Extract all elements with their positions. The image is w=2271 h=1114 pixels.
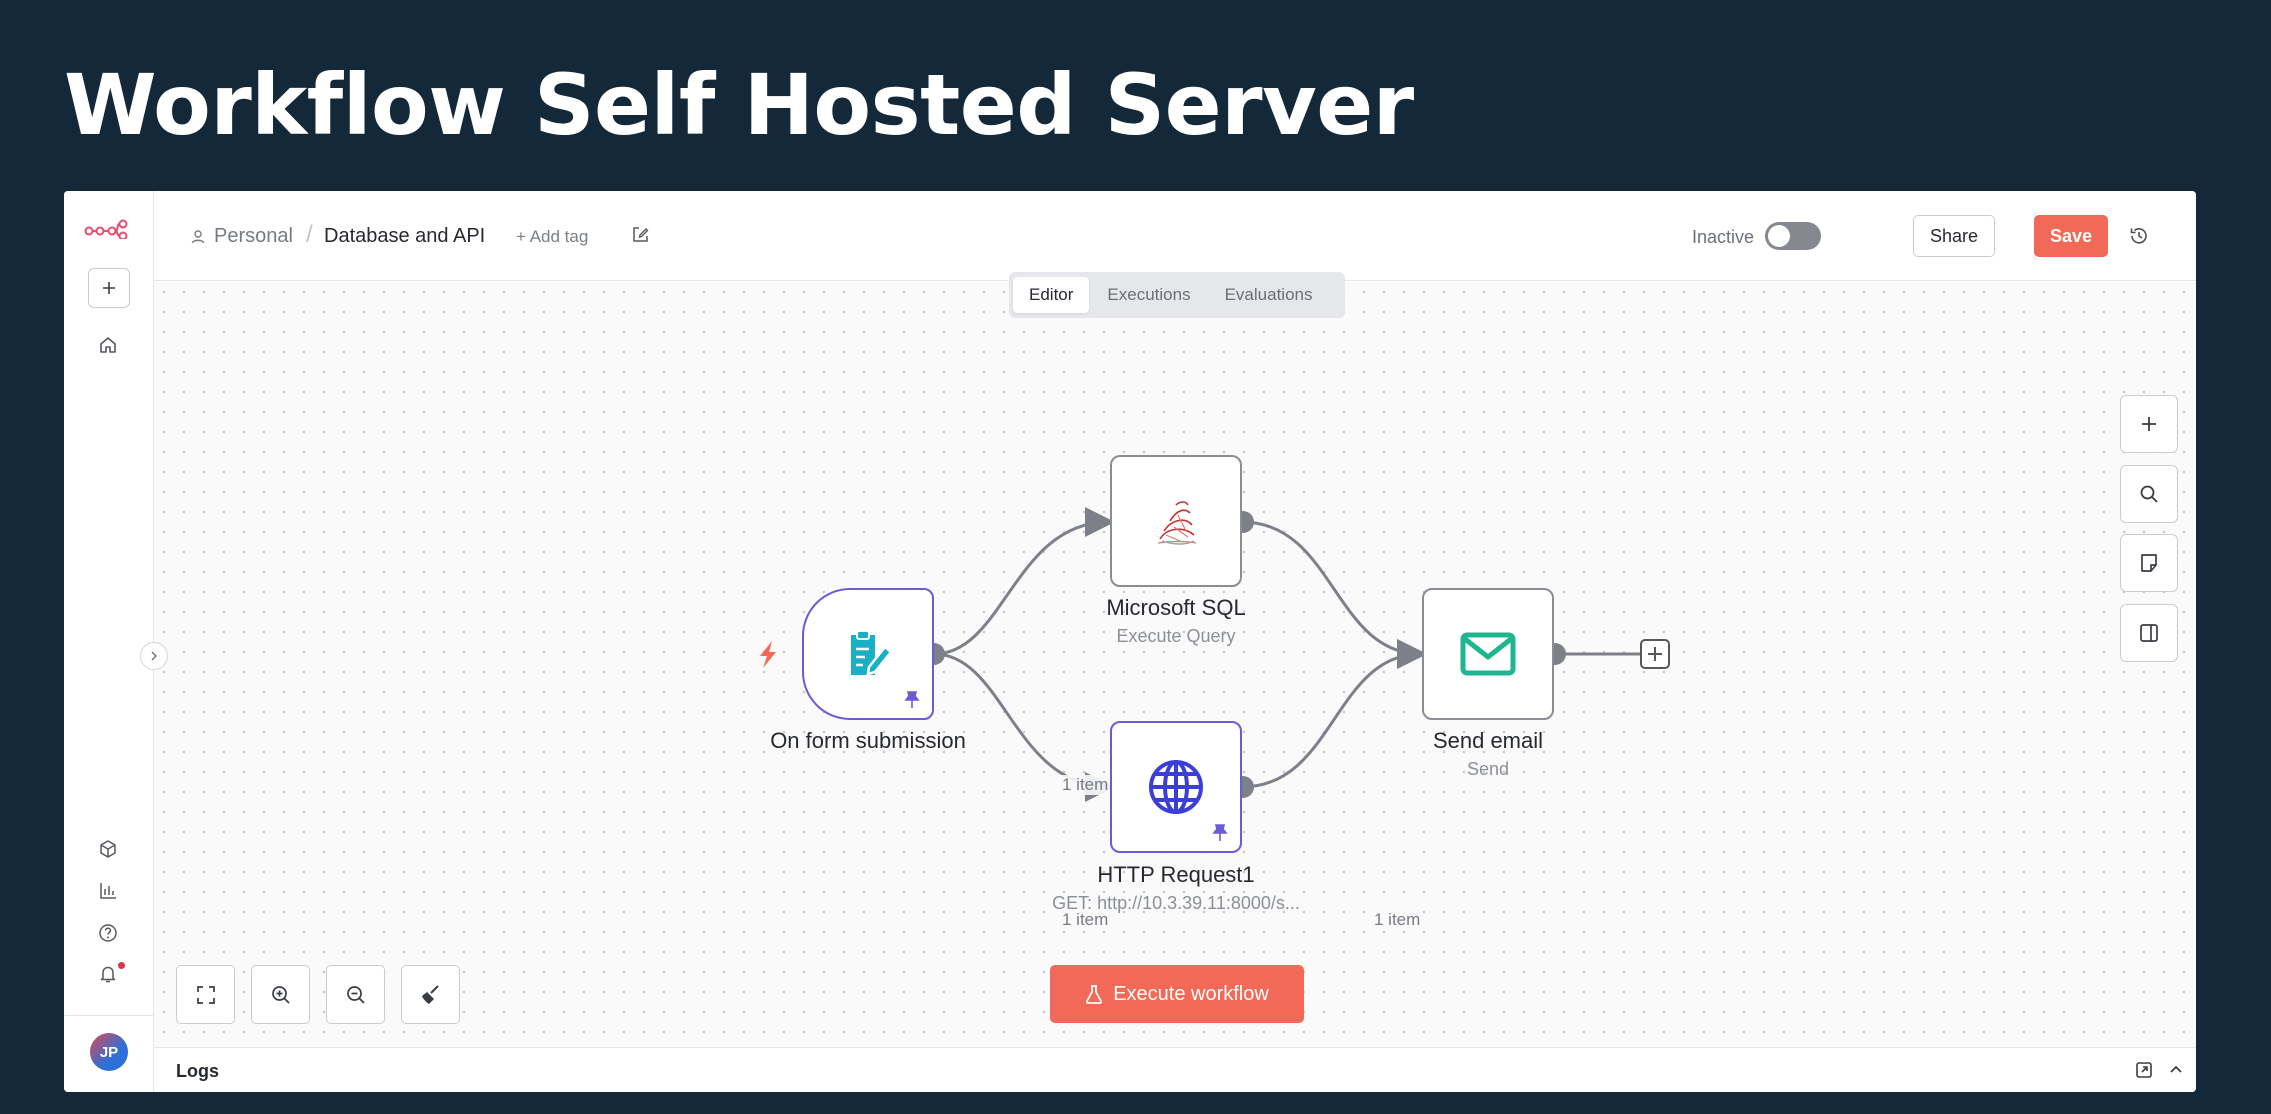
trigger-bolt-icon <box>760 641 776 668</box>
sidebar-item-templates[interactable] <box>95 836 121 862</box>
node-on-form-submission[interactable] <box>802 588 934 720</box>
search-nodes-button[interactable] <box>2120 465 2178 523</box>
history-icon[interactable] <box>2128 225 2150 247</box>
edge-label-trigger-http: 1 item <box>1060 910 1111 930</box>
home-icon <box>100 337 116 353</box>
zoom-in-icon <box>271 985 290 1004</box>
globe-icon <box>1149 760 1203 814</box>
workflow-canvas[interactable]: 1 item 1 item 1 item On form submission … <box>140 272 2196 1047</box>
bell-icon <box>100 966 116 983</box>
microsoft-sql-icon <box>1157 501 1197 545</box>
bar-chart-icon <box>100 883 116 899</box>
user-icon <box>191 229 205 243</box>
node-subtitle-email: Send <box>1466 759 1510 779</box>
plus-icon <box>2142 417 2156 431</box>
execute-workflow-button[interactable]: Execute workflow <box>1050 965 1304 1023</box>
sidebar-item-notifications[interactable] <box>95 961 121 987</box>
help-icon <box>99 924 117 942</box>
fit-view-button[interactable] <box>176 965 235 1024</box>
sidebar-divider <box>64 1015 154 1016</box>
pin-icon <box>904 691 920 708</box>
zoom-out-button[interactable] <box>326 965 385 1024</box>
fullscreen-icon <box>196 985 215 1004</box>
workflow-name[interactable]: Database and API <box>324 225 486 247</box>
pin-icon <box>1212 824 1228 841</box>
broom-icon <box>421 984 439 1004</box>
sidebar: JP <box>64 191 154 1092</box>
n8n-app-window: JP Personal / Database and API + Add tag… <box>64 191 2196 1092</box>
edge-trigger-sql[interactable] <box>933 507 1115 656</box>
tab-evaluations[interactable]: Evaluations <box>1224 285 1313 304</box>
notification-dot <box>118 962 125 969</box>
sidebar-item-insights[interactable] <box>95 878 121 904</box>
breadcrumb-separator: / <box>306 221 313 248</box>
expand-sidebar-button[interactable] <box>140 642 168 670</box>
view-tabs: Editor Executions Evaluations <box>1009 272 1345 318</box>
edge-trigger-http[interactable] <box>933 652 1115 802</box>
node-subtitle-sql: Execute Query <box>1116 626 1236 646</box>
avatar[interactable]: JP <box>90 1033 128 1071</box>
tidy-up-button[interactable] <box>401 965 460 1024</box>
pop-out-icon[interactable] <box>2134 1060 2154 1080</box>
add-next-plus-icon <box>1648 647 1662 661</box>
sidebar-item-home[interactable] <box>95 332 121 358</box>
connections <box>760 507 1670 802</box>
chevron-right-icon <box>151 651 158 661</box>
tab-editor[interactable]: Editor <box>1013 277 1090 313</box>
node-microsoft-sql[interactable] <box>1110 455 1242 587</box>
node-send-email[interactable] <box>1422 588 1554 720</box>
node-title-sql: Microsoft SQL <box>1106 595 1246 620</box>
zoom-out-icon <box>346 985 365 1004</box>
edge-http-email[interactable] <box>1241 639 1427 789</box>
header: Personal / Database and API + Add tag In… <box>154 191 2196 281</box>
email-icon <box>1460 632 1516 676</box>
tab-executions[interactable]: Executions <box>1107 285 1191 304</box>
share-button[interactable]: Share <box>1913 215 1995 257</box>
logs-label: Logs <box>176 1061 219 1081</box>
sticky-note-icon <box>2141 554 2157 572</box>
edge-sql-email[interactable] <box>1241 520 1427 669</box>
active-toggle[interactable] <box>1765 222 1821 250</box>
node-title-http: HTTP Request1 <box>1097 862 1255 887</box>
add-node-button[interactable] <box>2120 395 2178 453</box>
toggle-panel-button[interactable] <box>2120 604 2178 662</box>
add-tag-button[interactable]: + Add tag <box>516 227 589 246</box>
active-status-label: Inactive <box>1692 227 1755 247</box>
zoom-in-button[interactable] <box>251 965 310 1024</box>
breadcrumb-project-label: Personal <box>214 225 293 247</box>
node-title-trigger: On form submission <box>770 728 966 753</box>
box-icon <box>100 840 116 858</box>
add-sticky-button[interactable] <box>2120 534 2178 592</box>
edge-label-http-email: 1 item <box>1372 910 1423 930</box>
n8n-logo-icon[interactable] <box>84 219 128 239</box>
execute-workflow-label: Execute workflow <box>1113 982 1269 1005</box>
panel-right-icon <box>2140 624 2158 642</box>
form-icon <box>851 630 893 676</box>
plus-icon <box>103 282 115 294</box>
node-http-request[interactable] <box>1110 721 1242 853</box>
sidebar-item-help[interactable] <box>95 920 121 946</box>
chevron-up-icon[interactable] <box>2166 1060 2186 1080</box>
edge-label-trigger-sql: 1 item <box>1060 775 1111 795</box>
logs-panel[interactable]: Logs <box>154 1047 2196 1092</box>
edit-description-icon[interactable] <box>630 225 650 245</box>
create-button[interactable] <box>88 268 130 308</box>
search-icon <box>2140 485 2158 503</box>
breadcrumb-project[interactable]: Personal <box>190 225 293 248</box>
node-title-email: Send email <box>1432 728 1544 753</box>
slide-title: Workflow Self Hosted Server <box>64 56 1414 154</box>
flask-icon <box>1086 985 1103 1004</box>
save-button[interactable]: Save <box>2034 215 2108 257</box>
node-subtitle-http: GET: http://10.3.39.11:8000/s... <box>1052 893 1300 913</box>
